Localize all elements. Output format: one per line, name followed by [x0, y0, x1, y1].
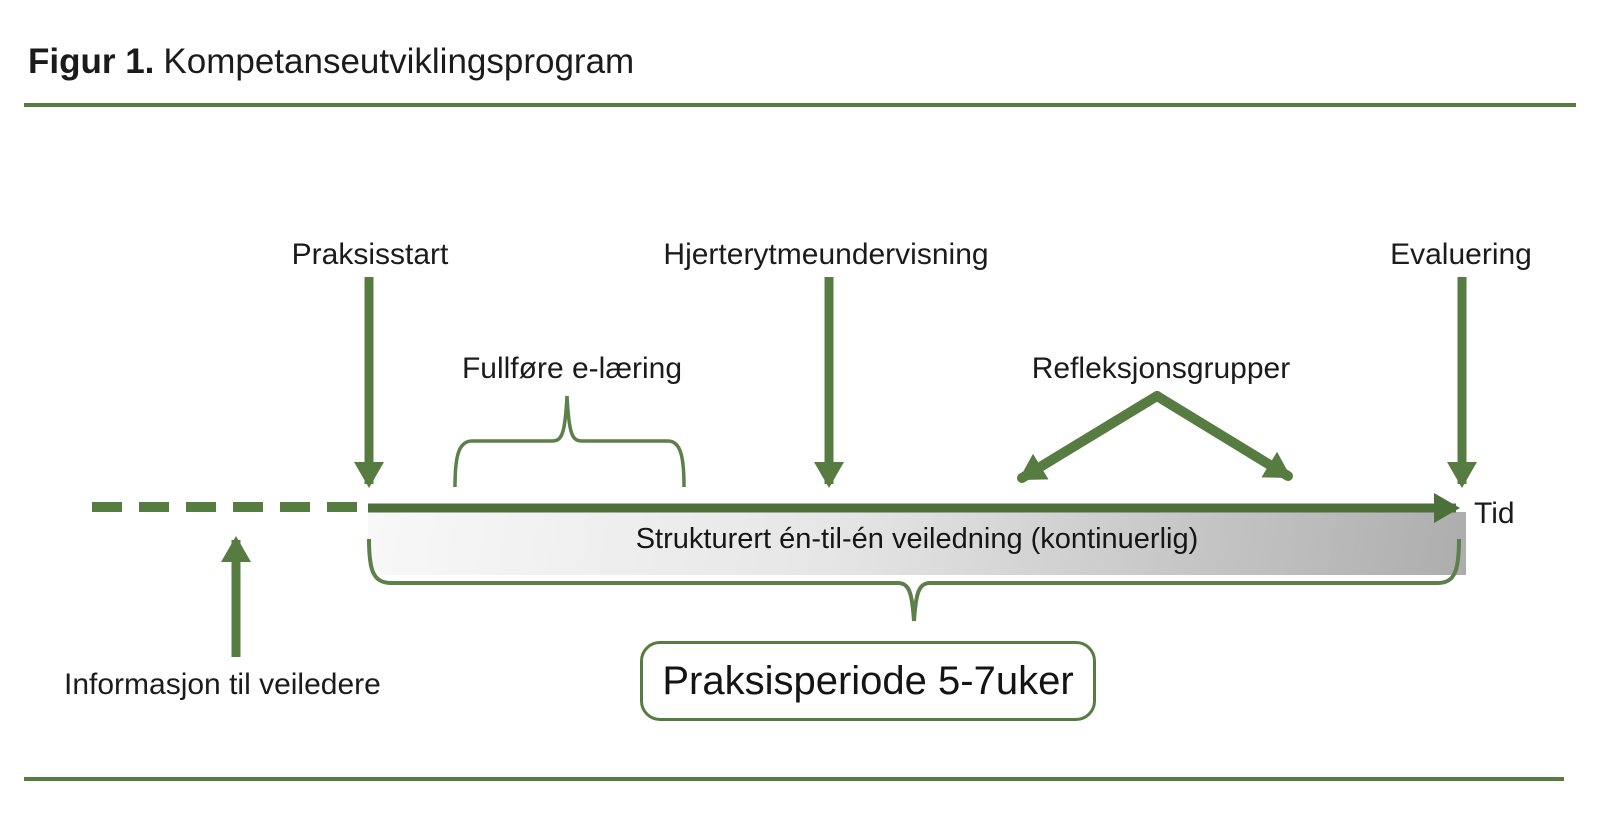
mentoring-bar: Strukturert én-til-én veiledning (kontin… — [368, 512, 1466, 575]
praksisperiode-box: Praksisperiode 5-7uker — [640, 641, 1096, 721]
label-refleksjonsgrupper: Refleksjonsgrupper — [1031, 352, 1291, 385]
figure-number-label: Figur 1. — [28, 42, 155, 81]
label-hjerterytmeundervisning: Hjerterytmeundervisning — [663, 238, 989, 271]
label-informasjon-til-veiledere: Informasjon til veiledere — [64, 668, 381, 701]
bottom-divider — [24, 777, 1564, 781]
figure-caption: Figur 1.Kompetanseutviklingsprogram — [28, 42, 634, 82]
figure-title: Kompetanseutviklingsprogram — [163, 42, 635, 81]
refleksjon-arrow-right — [1152, 391, 1293, 481]
elaering-brace — [453, 395, 686, 488]
refleksjon-arrow-left — [1017, 391, 1162, 483]
label-fullfore-elaering: Fullføre e-læring — [461, 352, 683, 385]
praksisperiode-label: Praksisperiode 5-7uker — [662, 658, 1074, 703]
top-divider — [24, 103, 1576, 107]
label-evaluering: Evaluering — [1390, 238, 1532, 271]
mentoring-bar-label: Strukturert én-til-én veiledning (kontin… — [635, 523, 1199, 555]
label-praksisstart: Praksisstart — [291, 238, 449, 271]
label-tid: Tid — [1474, 497, 1515, 530]
